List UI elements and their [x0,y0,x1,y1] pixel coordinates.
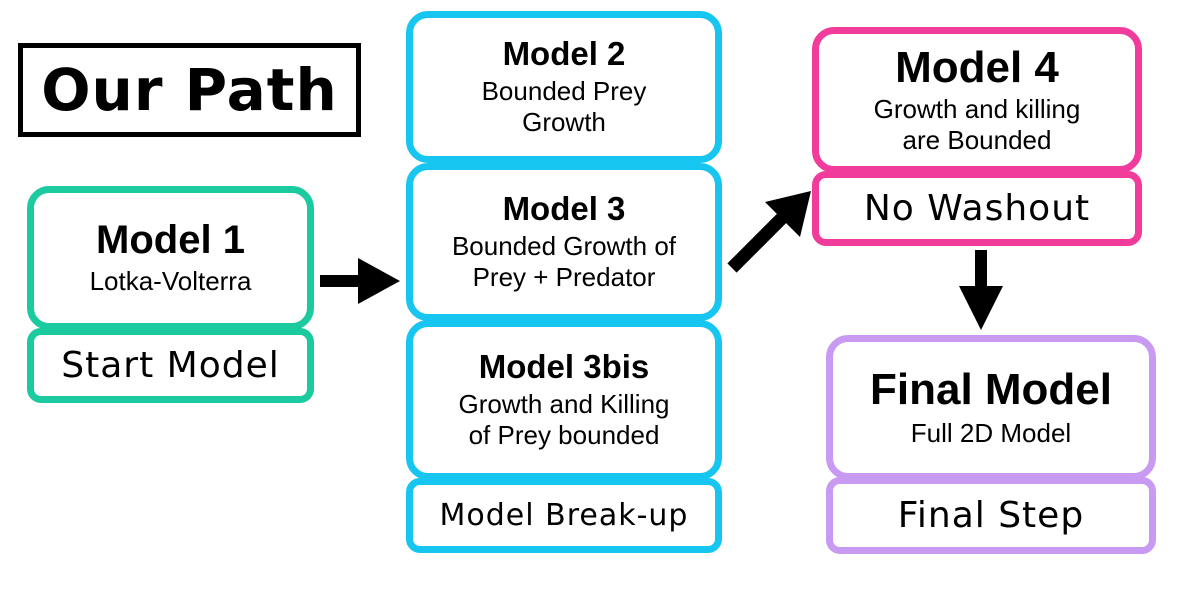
final-model-heading: Final Model [870,364,1112,414]
diagram-title: Our Path [18,43,361,137]
final-model-description: Full 2D Model [910,418,1072,449]
final-model-label-box: Final Step [826,477,1156,554]
arrow-right-icon [320,258,400,304]
model-1-label: Start Model [61,345,280,386]
model-2-description-line-1: Bounded Prey [481,75,647,106]
model-3bis-node: Model 3bis Growth and Killing of Prey bo… [406,320,722,480]
model-4-description-line-2: are Bounded [902,125,1052,156]
model-3bis-label: Model Break-up [439,498,689,533]
model-1-label-box: Start Model [27,328,314,403]
model-2-node: Model 2 Bounded Prey Growth [406,11,722,163]
model-2-heading: Model 2 [502,34,626,72]
model-3-heading: Model 3 [502,189,626,227]
model-4-description-line-1: Growth and killing [873,94,1081,124]
final-model-label: Final Step [897,495,1085,536]
model-3-description-line-1: Bounded Growth of [451,230,677,261]
model-1-heading: Model 1 [96,218,245,263]
model-3bis-description-line-2: of Prey bounded [468,420,660,451]
model-4-label: No Washout [863,188,1091,229]
final-model-node: Final Model Full 2D Model [826,335,1156,480]
model-1-node: Model 1 Lotka-Volterra [27,186,314,330]
model-3-description-line-2: Prey + Predator [472,262,656,293]
model-3-node: Model 3 Bounded Growth of Prey + Predato… [406,163,722,321]
model-4-node: Model 4 Growth and killing are Bounded [812,27,1142,173]
arrow-down-icon [959,250,1003,330]
model-4-heading: Model 4 [895,42,1059,92]
model-3bis-description-line-1: Growth and Killing [458,388,670,419]
model-3bis-heading: Model 3bis [478,347,650,385]
model-3bis-label-box: Model Break-up [406,478,722,553]
model-4-label-box: No Washout [812,171,1142,246]
diagram-title-text: Our Path [41,56,338,124]
arrow-up-right-icon [727,191,811,273]
model-1-description: Lotka-Volterra [89,266,252,297]
model-2-description-line-2: Growth [522,107,606,138]
